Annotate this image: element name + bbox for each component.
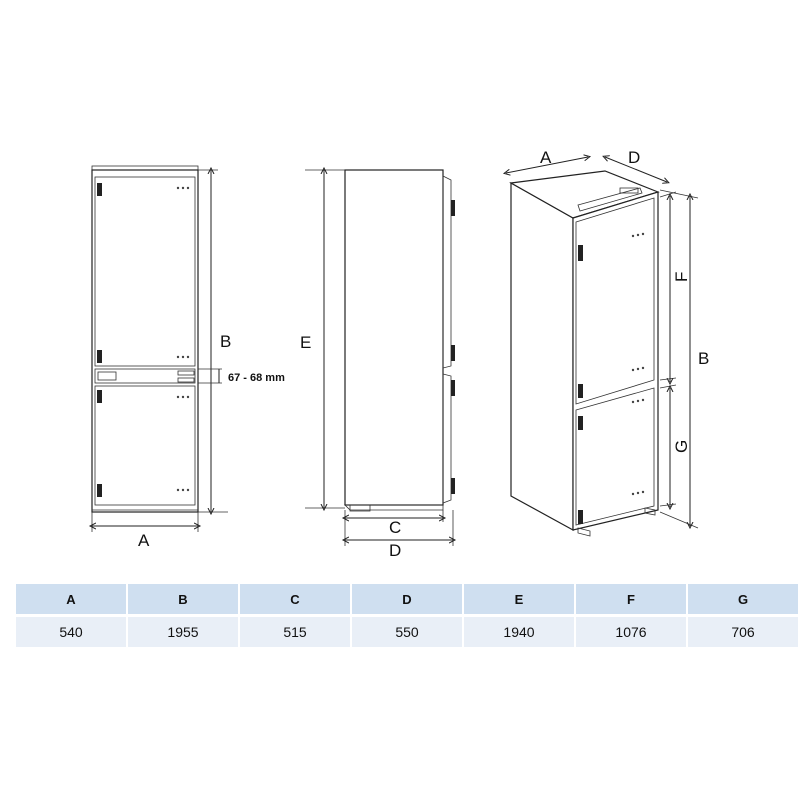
table-header-cell: C xyxy=(240,584,350,614)
table-header-cell: G xyxy=(688,584,798,614)
side-cabinet xyxy=(344,169,444,506)
iso-depth-label: D xyxy=(628,148,640,167)
front-view: B 67 - 68 mm A xyxy=(91,165,285,550)
iso-g-ext-bottom xyxy=(659,503,677,507)
iso-lower-door xyxy=(575,387,655,526)
front-hinge-screws xyxy=(176,186,190,492)
front-control-panel xyxy=(97,371,117,381)
side-base xyxy=(344,504,444,511)
iso-f-ext-bottom xyxy=(659,377,677,381)
iso-front-panel xyxy=(572,191,659,531)
front-lower-door xyxy=(94,385,196,506)
table-value-cell: 550 xyxy=(352,617,462,647)
table-value-cell: 515 xyxy=(240,617,350,647)
table-header-cell: B xyxy=(128,584,238,614)
front-strip-bracket-bottom xyxy=(177,377,195,383)
side-depth-d-label: D xyxy=(389,541,401,560)
side-view: E C D xyxy=(300,170,455,560)
front-upper-door xyxy=(94,176,196,367)
iso-foot-right xyxy=(644,507,656,516)
front-height-label: B xyxy=(220,332,231,351)
iso-width-label: A xyxy=(540,148,552,167)
table-header-cell: A xyxy=(16,584,126,614)
table-header-cell: E xyxy=(464,584,574,614)
table-value-cell: 540 xyxy=(16,617,126,647)
iso-b-ext-bottom xyxy=(659,511,699,529)
dimension-diagram: B 67 - 68 mm A E C xyxy=(0,148,709,560)
table-value-cell: 1940 xyxy=(464,617,574,647)
iso-b-ext-top xyxy=(659,189,699,199)
side-height-label: E xyxy=(300,333,311,352)
side-foot xyxy=(349,504,371,512)
table-value-cell: 1955 xyxy=(128,617,238,647)
iso-foot-left xyxy=(577,527,591,537)
table-value-cell: 1076 xyxy=(576,617,686,647)
iso-height-label: B xyxy=(698,349,709,368)
iso-width-dimension xyxy=(506,157,588,173)
dimensions-table: A B C D E F G 540 1955 515 550 1940 1076… xyxy=(14,581,800,650)
iso-control-panel xyxy=(619,187,639,194)
table-value-cell: 706 xyxy=(688,617,798,647)
front-cabinet xyxy=(91,169,199,513)
iso-depth-dimension xyxy=(605,157,667,182)
table-header-row: A B C D E F G xyxy=(16,584,798,614)
iso-upper-door xyxy=(575,197,655,405)
front-middle-strip xyxy=(94,368,196,384)
table-header-cell: D xyxy=(352,584,462,614)
iso-g-ext-top xyxy=(659,384,677,389)
side-upper-door xyxy=(442,175,452,369)
front-width-label: A xyxy=(138,531,150,550)
iso-g-label: G xyxy=(672,440,691,453)
iso-f-label: F xyxy=(672,272,691,282)
table-header-cell: F xyxy=(576,584,686,614)
gap-label: 67 - 68 mm xyxy=(228,372,285,384)
front-hinges xyxy=(97,183,102,497)
iso-hinges xyxy=(578,245,583,524)
iso-top-bracket xyxy=(577,187,643,212)
iso-hinge-screws xyxy=(631,232,645,496)
iso-side-panel xyxy=(510,181,574,532)
side-hinges xyxy=(451,200,455,494)
table-value-row: 540 1955 515 550 1940 1076 706 xyxy=(16,617,798,647)
side-depth-c-label: C xyxy=(389,518,401,537)
iso-view: A D F G B xyxy=(506,148,709,537)
front-strip-bracket-top xyxy=(177,370,195,376)
side-lower-door xyxy=(442,373,452,504)
